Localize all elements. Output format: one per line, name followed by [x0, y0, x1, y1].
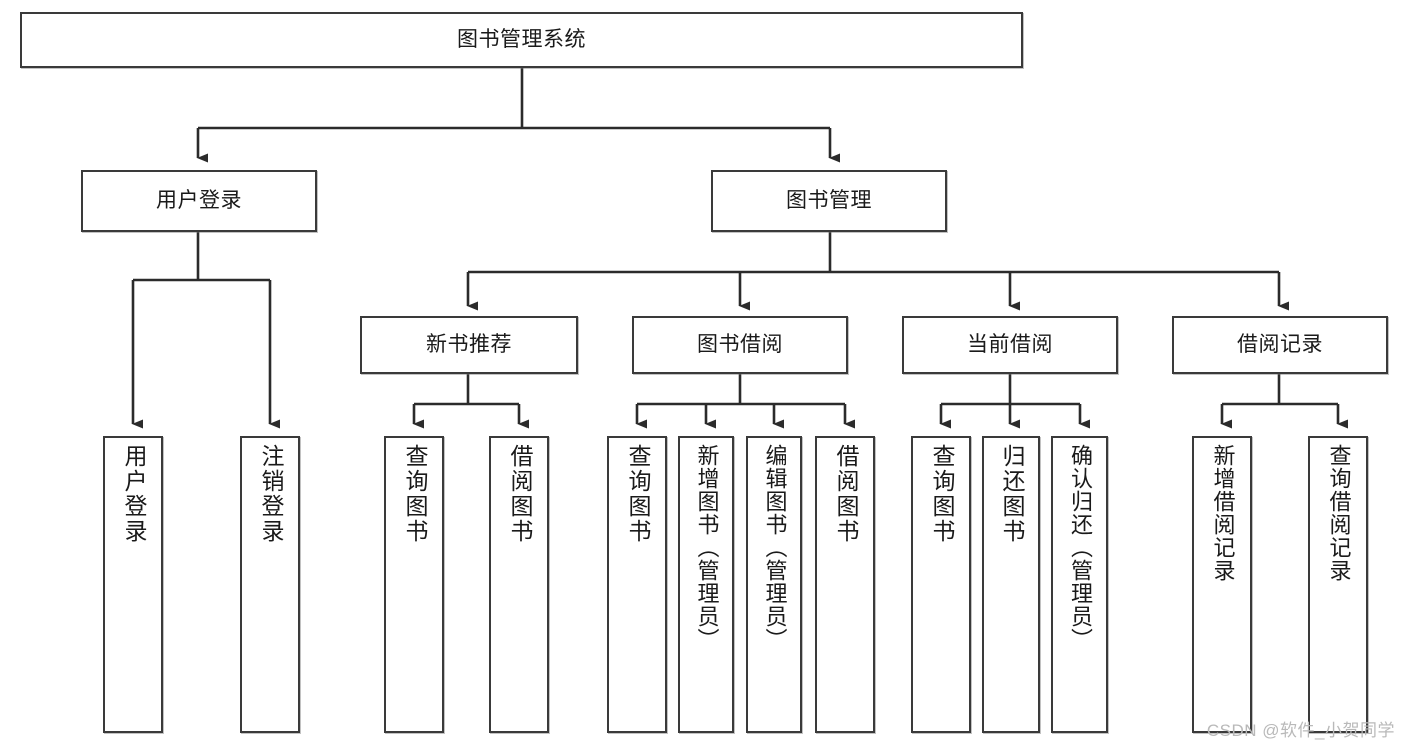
node-book-borrow[interactable]: 图书借阅	[632, 316, 848, 374]
node-label: 图书借阅	[697, 333, 783, 357]
node-label: 新增图书（管理员）	[694, 444, 720, 651]
node-book-manage[interactable]: 图书管理	[711, 170, 947, 232]
node-label: 归还图书	[998, 444, 1025, 544]
node-borrow-record[interactable]: 借阅记录	[1172, 316, 1388, 374]
leaf-borrow-add-book-admin[interactable]: 新增图书（管理员）	[678, 436, 734, 733]
node-label: 注销登录	[257, 444, 284, 544]
node-label: 查询图书	[401, 444, 428, 544]
node-label: 确认归还（管理员）	[1067, 444, 1093, 651]
node-user-login[interactable]: 用户登录	[81, 170, 317, 232]
node-label: 编辑图书（管理员）	[762, 444, 788, 651]
leaf-record-query-record[interactable]: 查询借阅记录	[1308, 436, 1368, 733]
node-label: 查询图书	[928, 444, 955, 544]
leaf-borrow-query-book[interactable]: 查询图书	[607, 436, 667, 733]
node-label: 用户登录	[120, 444, 147, 544]
watermark-text: CSDN @软件_小贺同学	[1206, 721, 1395, 740]
node-label: 用户登录	[156, 189, 242, 213]
node-label: 当前借阅	[967, 333, 1053, 357]
leaf-current-confirm-return-admin[interactable]: 确认归还（管理员）	[1051, 436, 1108, 733]
leaf-new-book-query[interactable]: 查询图书	[384, 436, 444, 733]
node-label: 图书管理系统	[457, 28, 586, 52]
node-label: 借阅记录	[1237, 333, 1323, 357]
node-label: 图书管理	[786, 189, 872, 213]
node-label: 借阅图书	[832, 444, 859, 544]
node-label: 查询图书	[624, 444, 651, 544]
leaf-user-login-login[interactable]: 用户登录	[103, 436, 163, 733]
leaf-current-return-book[interactable]: 归还图书	[982, 436, 1040, 733]
leaf-current-query-book[interactable]: 查询图书	[911, 436, 971, 733]
node-label: 新增借阅记录	[1210, 444, 1236, 582]
node-label: 借阅图书	[506, 444, 533, 544]
node-new-book-recommend[interactable]: 新书推荐	[360, 316, 578, 374]
node-current-borrow[interactable]: 当前借阅	[902, 316, 1118, 374]
leaf-record-add-record[interactable]: 新增借阅记录	[1192, 436, 1252, 733]
node-label: 新书推荐	[426, 333, 512, 357]
leaf-new-book-borrow[interactable]: 借阅图书	[489, 436, 549, 733]
node-root-system[interactable]: 图书管理系统	[20, 12, 1023, 68]
leaf-user-login-logout[interactable]: 注销登录	[240, 436, 300, 733]
leaf-borrow-edit-book-admin[interactable]: 编辑图书（管理员）	[746, 436, 802, 733]
node-label: 查询借阅记录	[1326, 444, 1352, 582]
leaf-borrow-borrow-book[interactable]: 借阅图书	[815, 436, 875, 733]
